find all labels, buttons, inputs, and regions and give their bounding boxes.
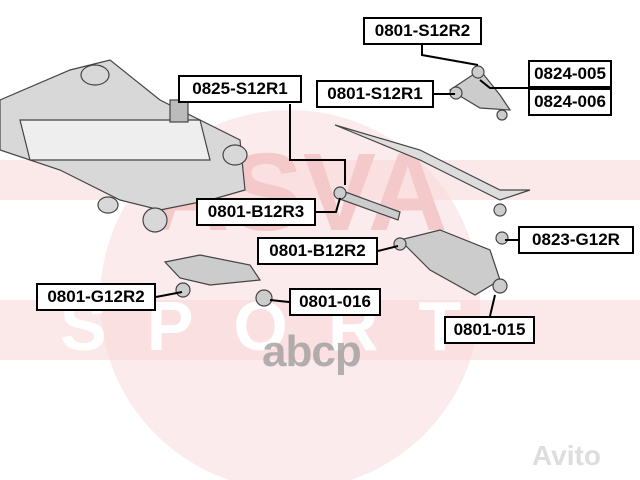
part-label-0801-b12r2[interactable]: 0801-B12R2 xyxy=(257,237,378,265)
part-label-0801-g12r2[interactable]: 0801-G12R2 xyxy=(36,283,156,311)
part-label-0801-s12r1[interactable]: 0801-S12R1 xyxy=(316,80,434,108)
part-label-0825-s12r1[interactable]: 0825-S12R1 xyxy=(178,75,302,103)
part-label-0801-s12r2[interactable]: 0801-S12R2 xyxy=(363,17,482,45)
rear-arms xyxy=(163,65,531,307)
abcp-watermark-logo: abcp xyxy=(262,327,362,376)
part-label-0801-016[interactable]: 0801-016 xyxy=(289,288,381,316)
part-label-0824-006[interactable]: 0824-006 xyxy=(528,88,612,116)
avito-watermark-logo: Avito xyxy=(532,440,601,471)
part-label-0823-g12r[interactable]: 0823-G12R xyxy=(518,226,634,254)
part-label-0824-005[interactable]: 0824-005 xyxy=(528,60,612,88)
part-label-0801-015[interactable]: 0801-015 xyxy=(444,316,535,344)
subframe xyxy=(0,59,248,233)
leader-lines xyxy=(155,45,528,317)
part-label-0801-b12r3[interactable]: 0801-B12R3 xyxy=(196,198,316,226)
